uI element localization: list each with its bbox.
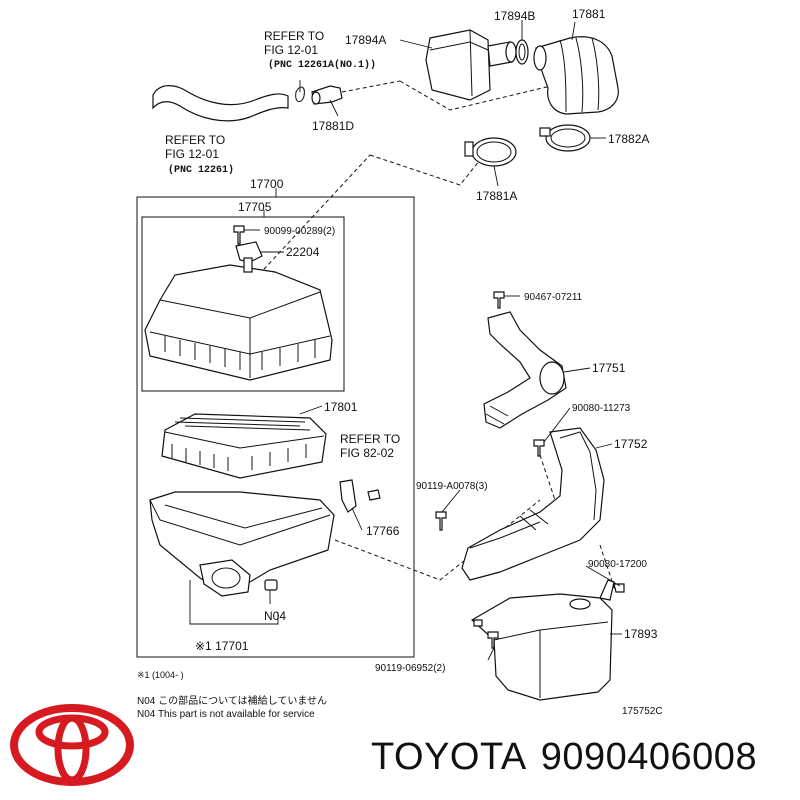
label-ref-top-3: (PNC 12261A(NO.1)) bbox=[268, 59, 376, 71]
footnote: ※1 (1004- ) bbox=[137, 670, 184, 680]
assembly-box-17700 bbox=[136, 196, 415, 658]
label-17801: 17801 bbox=[324, 400, 358, 414]
label-90467: 90467-07211 bbox=[524, 292, 583, 303]
grommet-N04 bbox=[264, 579, 278, 591]
label-17705: 17705 bbox=[238, 200, 272, 214]
assembly-box-17705 bbox=[141, 216, 345, 392]
label-ref-left-3: (PNC 12261) bbox=[168, 164, 234, 176]
part-number: 9090406008 bbox=[540, 736, 758, 778]
label-17893: 17893 bbox=[624, 627, 658, 641]
duct-17751 bbox=[483, 311, 567, 429]
label-17700: 17700 bbox=[250, 177, 284, 191]
label-17881A: 17881A bbox=[476, 189, 517, 203]
label-90080-11273: 90080-11273 bbox=[572, 403, 631, 414]
label-N04: N04 bbox=[264, 609, 286, 623]
resonator-17893 bbox=[470, 593, 613, 701]
note-n04-jp: N04 この部品については補給していません bbox=[137, 694, 327, 707]
label-17882A: 17882A bbox=[608, 132, 649, 146]
label-17752: 17752 bbox=[614, 437, 648, 451]
duct-17752 bbox=[461, 427, 605, 581]
label-17881D: 17881D bbox=[312, 119, 354, 133]
label-90119-06952: 90119-06952(2) bbox=[375, 663, 445, 674]
label-90119-A0078: 90119-A0078(3) bbox=[416, 481, 488, 492]
toyota-logo bbox=[10, 704, 134, 786]
label-ref-mid-2: FIG 82-02 bbox=[340, 446, 394, 460]
note-n04-en: N04 This part is not available for servi… bbox=[137, 709, 315, 720]
label-22204: 22204 bbox=[286, 245, 320, 259]
label-17894A: 17894A bbox=[345, 33, 386, 47]
label-ref-top-1: REFER TO bbox=[264, 29, 324, 43]
label-90099: 90099-00289(2) bbox=[264, 226, 335, 237]
bracket-17766 bbox=[339, 479, 357, 513]
label-17701: ※1 17701 bbox=[195, 639, 249, 653]
diagram-id: 175752C bbox=[622, 706, 663, 717]
label-17894B: 17894B bbox=[494, 9, 535, 23]
label-ref-top-2: FIG 12-01 bbox=[264, 43, 318, 57]
resonator-17894A bbox=[425, 29, 491, 101]
label-90080-17200: 90080-17200 bbox=[588, 559, 647, 570]
brand-caption: TOYOTA 9090406008 bbox=[371, 736, 771, 779]
label-17766: 17766 bbox=[366, 524, 400, 538]
label-17751: 17751 bbox=[592, 361, 626, 375]
intake-hose-17881 bbox=[535, 36, 619, 115]
label-ref-mid-1: REFER TO bbox=[340, 432, 400, 446]
filter-element-17801 bbox=[161, 413, 327, 479]
label-17881: 17881 bbox=[572, 7, 606, 21]
brand-name: TOYOTA bbox=[371, 736, 527, 778]
label-ref-left-2: FIG 12-01 bbox=[165, 147, 219, 161]
label-ref-left-1: REFER TO bbox=[165, 133, 225, 147]
sensor-22204 bbox=[235, 241, 263, 263]
air-cleaner-cover bbox=[144, 264, 333, 381]
hose-12261 bbox=[152, 85, 289, 122]
